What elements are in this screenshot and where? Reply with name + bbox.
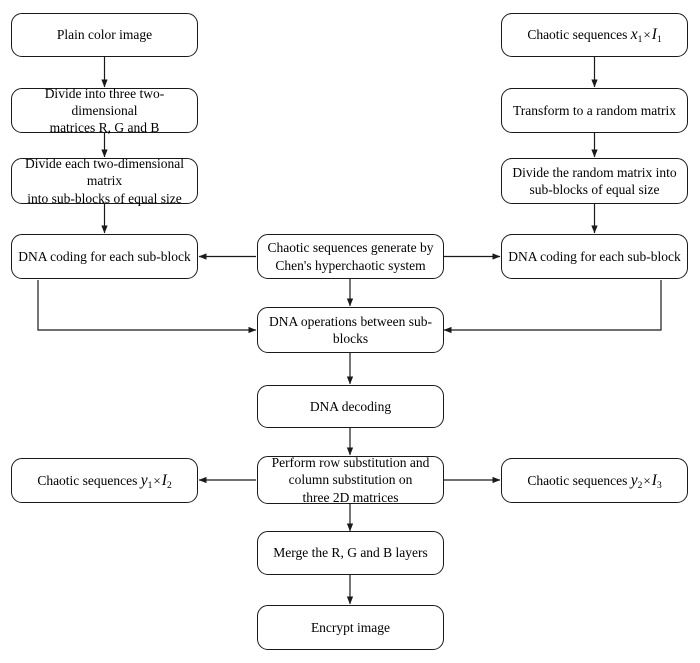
- node-dna-operations-between-subblocks[interactable]: DNA operations between sub- blocks: [257, 307, 444, 353]
- math-y1: y1: [140, 471, 153, 491]
- node-label: DNA coding for each sub-block: [508, 248, 681, 264]
- node-label: Chaotic sequences generate by Chen's hyp…: [264, 239, 437, 274]
- node-label: Divide into three two-dimensional matric…: [18, 85, 191, 137]
- math-I1: I1: [651, 26, 662, 46]
- node-label-line1: Divide the random matrix into: [512, 164, 677, 180]
- node-label-line2: blocks: [332, 331, 369, 346]
- node-transform-to-random-matrix[interactable]: Transform to a random matrix: [501, 88, 688, 133]
- node-divide-into-three-matrices[interactable]: Divide into three two-dimensional matric…: [11, 86, 198, 135]
- node-dna-coding-left[interactable]: DNA coding for each sub-block: [11, 234, 198, 279]
- node-label-line1: Divide each two-dimensional matrix: [25, 156, 184, 189]
- node-plain-color-image[interactable]: Plain color image: [11, 13, 198, 57]
- node-chen-hyperchaotic-generator[interactable]: Chaotic sequences generate by Chen's hyp…: [257, 234, 444, 279]
- times-symbol: ×: [153, 472, 161, 488]
- node-label: Transform to a random matrix: [513, 102, 676, 118]
- node-label: DNA decoding: [309, 398, 392, 414]
- node-label-line2: sub-blocks of equal size: [529, 182, 660, 197]
- node-label: DNA operations between sub- blocks: [264, 313, 437, 348]
- node-label: Divide the random matrix into sub-blocks…: [508, 164, 681, 199]
- node-dna-coding-right[interactable]: DNA coding for each sub-block: [501, 234, 688, 279]
- node-label-text: Chaotic sequences: [37, 472, 138, 488]
- node-label-line2: Chen's hyperchaotic system: [275, 257, 426, 273]
- node-label-line1: Divide into three two-dimensional: [44, 85, 165, 118]
- node-label-line1: Perform row substitution and: [271, 455, 430, 471]
- math-x1: x1: [630, 26, 643, 46]
- node-chaotic-sequences-x1[interactable]: Chaotic sequences x1×I1: [501, 13, 688, 57]
- math-I2: I2: [161, 471, 172, 491]
- node-label: Merge the R, G and B layers: [273, 545, 428, 561]
- node-label-line2: column substitution on: [288, 472, 413, 488]
- node-perform-row-column-substitution[interactable]: Perform row substitution and column subs…: [257, 454, 444, 506]
- node-label: DNA coding for each sub-block: [18, 248, 191, 264]
- node-label: Divide each two-dimensional matrix into …: [18, 155, 191, 207]
- node-dna-decoding[interactable]: DNA decoding: [257, 385, 444, 428]
- node-label: Chaotic sequences y1×I2: [18, 471, 191, 491]
- math-y2: y2: [630, 471, 643, 491]
- node-label-text: Chaotic sequences: [527, 472, 628, 488]
- node-label-line2: into sub-blocks of equal size: [27, 190, 182, 206]
- node-encrypt-image[interactable]: Encrypt image: [257, 605, 444, 650]
- math-I3: I3: [651, 471, 662, 491]
- node-label: Chaotic sequences x1×I1: [508, 25, 681, 45]
- times-symbol: ×: [643, 472, 651, 488]
- node-label: Plain color image: [56, 27, 153, 43]
- arrow-dna-coding-right-to-operations: [443, 280, 662, 334]
- node-label-line3: three 2D matrices: [302, 489, 399, 505]
- node-label: Encrypt image: [310, 619, 391, 635]
- node-chaotic-sequences-y1[interactable]: Chaotic sequences y1×I2: [11, 458, 198, 503]
- node-label-line1: DNA operations between sub-: [268, 313, 433, 329]
- node-label-line2: matrices R, G and B: [49, 120, 160, 136]
- node-divide-random-matrix-into-subblocks[interactable]: Divide the random matrix into sub-blocks…: [501, 158, 688, 204]
- node-merge-rgb-layers[interactable]: Merge the R, G and B layers: [257, 531, 444, 575]
- node-label-text: Chaotic sequences: [527, 27, 628, 43]
- node-divide-each-matrix-into-subblocks[interactable]: Divide each two-dimensional matrix into …: [11, 155, 198, 207]
- node-chaotic-sequences-y2[interactable]: Chaotic sequences y2×I3: [501, 458, 688, 503]
- node-label-line1: Chaotic sequences generate by: [267, 240, 434, 256]
- arrow-dna-coding-left-to-operations: [37, 280, 257, 334]
- node-label: Chaotic sequences y2×I3: [508, 471, 681, 491]
- node-label: Perform row substitution and column subs…: [264, 454, 437, 506]
- times-symbol: ×: [643, 27, 651, 43]
